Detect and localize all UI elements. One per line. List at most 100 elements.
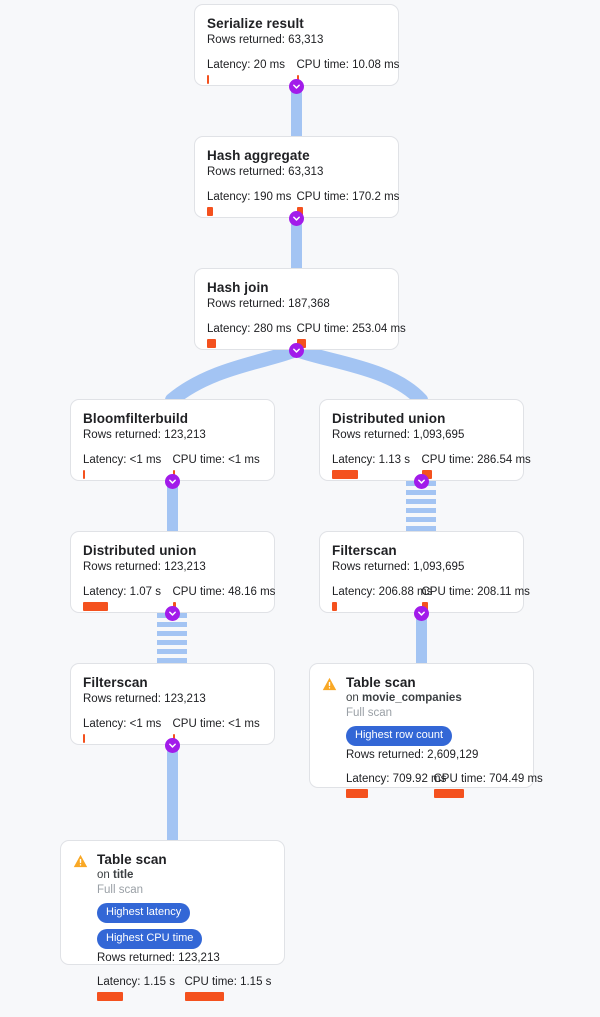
on-prefix-label: on	[97, 869, 113, 881]
node-rows-returned: Rows returned: 63,313	[207, 34, 324, 46]
node-title: Distributed union	[83, 543, 197, 558]
metric-latency-bar	[83, 470, 85, 479]
node-rows-returned: Rows returned: 187,368	[207, 298, 330, 310]
node-header: Filterscan Rows returned: 123,213	[83, 674, 262, 707]
metric-cpu-bar	[296, 207, 303, 216]
metric-cpu-label: CPU time: 286.54 ms	[421, 454, 531, 466]
metric-latency-bar	[332, 602, 337, 611]
metric-latency-label: Latency: 190 ms	[207, 191, 292, 203]
node-rows-returned: Rows returned: 63,313	[207, 166, 324, 178]
node-metrics: Latency: 1.07 s CPU time: 48.16 ms	[83, 585, 276, 611]
edge-bloom-to-union	[167, 481, 178, 533]
node-metrics: Latency: 1.15 s CPU time: 1.15 s	[97, 975, 272, 1001]
metric-cpu-label: CPU time: 10.08 ms	[296, 59, 400, 71]
edge-filterscan-to-tablescan-right	[416, 613, 427, 665]
node-header: Table scan on movie_companies Full scan	[322, 674, 521, 721]
node-title: Table scan	[346, 675, 416, 690]
node-metrics: Latency: 1.13 s CPU time: 286.54 ms	[332, 453, 531, 479]
node-metrics: Latency: 280 ms CPU time: 253.04 ms	[207, 322, 406, 348]
metric-cpu: CPU time: 48.16 ms	[172, 585, 276, 611]
plan-node-table-scan-movie-companies[interactable]: Table scan on movie_companies Full scan …	[309, 663, 543, 798]
plan-node-bloomfilterbuild[interactable]: Bloomfilterbuild Rows returned: 123,213 …	[70, 399, 275, 481]
metric-latency-label: Latency: 280 ms	[207, 323, 292, 335]
metric-latency-bar	[207, 207, 213, 216]
edge-union-to-filterscan-left	[157, 613, 187, 665]
node-header: Table scan on title Full scan	[73, 851, 272, 898]
metric-cpu-bar	[184, 992, 224, 1001]
metric-cpu: CPU time: <1 ms	[172, 453, 263, 479]
metric-cpu-bar	[433, 789, 464, 798]
edge-aggregate-to-join	[291, 218, 302, 270]
node-title: Filterscan	[83, 675, 148, 690]
plan-node-serialize-result[interactable]: Serialize result Rows returned: 63,313 L…	[194, 4, 399, 86]
metric-latency: Latency: 1.15 s	[97, 975, 185, 1001]
metric-cpu: CPU time: <1 ms	[172, 717, 263, 743]
metric-latency: Latency: 206.88 ms	[332, 585, 432, 611]
metric-cpu-label: CPU time: 48.16 ms	[172, 586, 276, 598]
node-rows-returned: Rows returned: 1,093,695	[332, 429, 465, 441]
plan-node-distributed-union-right[interactable]: Distributed union Rows returned: 1,093,6…	[319, 399, 531, 481]
badge-highest-row-count[interactable]: Highest row count	[346, 726, 453, 746]
metric-cpu: CPU time: 253.04 ms	[296, 322, 406, 348]
node-header: Serialize result Rows returned: 63,313	[207, 15, 386, 48]
node-rows-returned: Rows returned: 123,213	[83, 693, 206, 705]
node-rows-returned: Rows returned: 123,213	[83, 561, 206, 573]
node-header: Hash aggregate Rows returned: 63,313	[207, 147, 386, 180]
node-title: Filterscan	[332, 543, 397, 558]
metric-cpu-label: CPU time: 1.15 s	[184, 976, 272, 988]
badge-highest-latency[interactable]: Highest latency	[97, 903, 191, 923]
metric-latency: Latency: 709.92 ms	[346, 772, 446, 798]
metric-cpu-label: CPU time: 170.2 ms	[296, 191, 400, 203]
node-header: Hash join Rows returned: 187,368	[207, 279, 386, 312]
metric-latency-bar	[332, 470, 358, 479]
plan-node-filterscan-left[interactable]: Filterscan Rows returned: 123,213 Latenc…	[70, 663, 275, 745]
metric-cpu-label: CPU time: 208.11 ms	[421, 586, 530, 598]
metric-latency-label: Latency: <1 ms	[83, 454, 162, 466]
node-title: Hash join	[207, 280, 269, 295]
metric-latency-bar	[83, 734, 85, 743]
warning-triangle-icon	[73, 854, 88, 868]
plan-node-hash-join[interactable]: Hash join Rows returned: 187,368 Latency…	[194, 268, 406, 350]
plan-node-filterscan-right[interactable]: Filterscan Rows returned: 1,093,695 Late…	[319, 531, 530, 613]
metric-cpu: CPU time: 1.15 s	[184, 975, 273, 1001]
edge-filterscan-to-tablescan-left	[167, 745, 178, 841]
metric-latency: Latency: 1.07 s	[83, 585, 173, 611]
node-target-table: on title	[97, 868, 167, 883]
metric-latency: Latency: 190 ms	[207, 190, 297, 216]
node-badges: Highest row count	[346, 726, 521, 746]
plan-node-distributed-union-left[interactable]: Distributed union Rows returned: 123,213…	[70, 531, 275, 613]
metric-cpu-bar	[421, 602, 428, 611]
node-title: Serialize result	[207, 16, 304, 31]
badge-highest-cpu-time[interactable]: Highest CPU time	[97, 929, 203, 949]
node-metrics: Latency: 20 ms CPU time: 10.08 ms	[207, 58, 400, 84]
metric-latency-label: Latency: <1 ms	[83, 718, 162, 730]
node-header: Distributed union Rows returned: 123,213	[83, 542, 262, 575]
node-title: Hash aggregate	[207, 148, 310, 163]
node-target-table: on movie_companies	[346, 691, 462, 706]
plan-node-hash-aggregate[interactable]: Hash aggregate Rows returned: 63,313 Lat…	[194, 136, 399, 218]
metric-cpu: CPU time: 208.11 ms	[421, 585, 530, 611]
metric-latency-label: Latency: 1.13 s	[332, 454, 410, 466]
node-title: Table scan	[97, 852, 167, 867]
metric-cpu-bar	[172, 734, 175, 743]
metric-latency: Latency: 280 ms	[207, 322, 297, 348]
table-name: title	[113, 869, 134, 881]
node-title: Distributed union	[332, 411, 446, 426]
metric-latency: Latency: <1 ms	[83, 717, 173, 743]
metric-cpu-label: CPU time: <1 ms	[172, 454, 260, 466]
node-scan-type: Full scan	[346, 707, 393, 719]
metric-cpu-bar	[172, 602, 176, 611]
plan-node-table-scan-title[interactable]: Table scan on title Full scan Highest la…	[60, 840, 285, 1001]
node-metrics: Latency: 190 ms CPU time: 170.2 ms	[207, 190, 400, 216]
metric-latency-bar	[207, 75, 209, 84]
node-scan-type: Full scan	[97, 884, 144, 896]
node-header: Filterscan Rows returned: 1,093,695	[332, 542, 511, 575]
node-metrics: Latency: 709.92 ms CPU time: 704.49 ms	[346, 772, 543, 798]
node-rows-returned: Rows returned: 123,213	[83, 429, 206, 441]
on-prefix-label: on	[346, 692, 362, 704]
metric-latency-bar	[83, 602, 108, 611]
metric-latency: Latency: <1 ms	[83, 453, 173, 479]
metric-latency-bar	[97, 992, 123, 1001]
warning-triangle-icon	[322, 677, 337, 691]
